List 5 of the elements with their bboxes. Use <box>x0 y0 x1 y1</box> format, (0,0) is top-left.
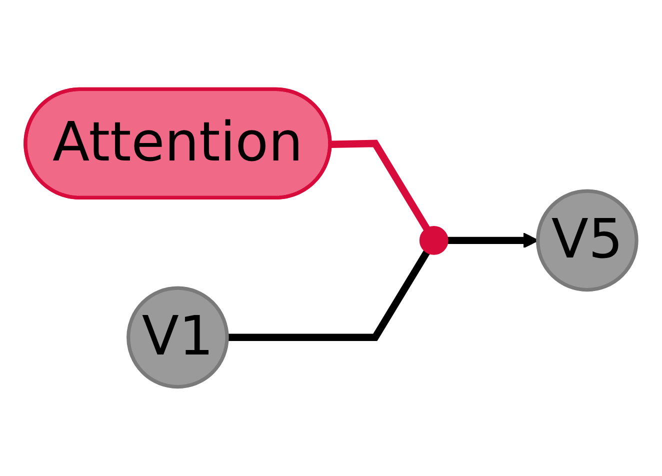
connector <box>227 250 430 342</box>
node-circle <box>419 226 448 255</box>
connector <box>330 140 430 231</box>
node-circle: V1 <box>126 286 229 389</box>
node-circle: V5 <box>536 189 638 292</box>
